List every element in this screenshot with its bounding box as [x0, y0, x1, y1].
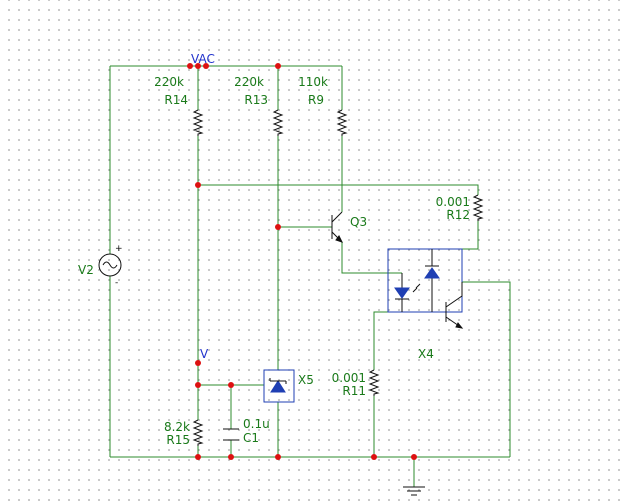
resistor-r11: 0.001 R11	[332, 369, 380, 398]
r12-name: R12	[446, 208, 470, 222]
v2-name: V2	[78, 263, 94, 277]
junction-dot	[203, 63, 209, 69]
junction-dot	[195, 360, 201, 366]
junction-dot	[228, 382, 234, 388]
x5-name: X5	[298, 373, 314, 387]
junction-dot	[411, 454, 417, 460]
capacitor-c1: 0.1u C1	[223, 417, 270, 445]
r14-name: R14	[164, 93, 188, 107]
resistor-r14: 220k R14	[154, 75, 204, 136]
junctions	[187, 63, 417, 460]
c1-name: C1	[243, 431, 259, 445]
resistor-r9: 110k R9	[298, 75, 348, 136]
r13-value: 220k	[234, 75, 264, 89]
resistor-r15: 8.2k R15	[164, 419, 204, 447]
wire-r12-feed	[198, 184, 479, 250]
resistor-r12: 0.001 R12	[436, 194, 484, 222]
junction-dot	[275, 224, 281, 230]
junction-dot	[195, 382, 201, 388]
x4-name: X4	[418, 347, 434, 361]
reference-x5: X5	[263, 369, 314, 403]
wire-x4-output	[462, 281, 511, 457]
node-label-vac: VAC	[191, 52, 215, 66]
wire-r11-feed	[373, 311, 388, 457]
r11-name: R11	[342, 384, 366, 398]
r9-name: R9	[308, 93, 324, 107]
q3-name: Q3	[350, 215, 367, 229]
junction-dot	[275, 454, 281, 460]
r14-value: 220k	[154, 75, 184, 89]
v2-plus-label: +	[115, 244, 123, 254]
r11-value: 0.001	[332, 371, 366, 385]
node-label-v: V	[200, 347, 209, 361]
v2-source: + - V2	[78, 244, 123, 288]
junction-dot	[371, 454, 377, 460]
v2-minus-label: -	[115, 278, 118, 288]
r12-value: 0.001	[436, 195, 470, 209]
optocoupler-x4: X4	[387, 248, 464, 361]
r9-value: 110k	[298, 75, 328, 89]
junction-dot	[228, 454, 234, 460]
junction-dot	[195, 454, 201, 460]
ground-symbol	[403, 486, 425, 496]
r15-name: R15	[166, 433, 190, 447]
r15-value: 8.2k	[164, 420, 190, 434]
junction-dot	[195, 182, 201, 188]
transistor-q3: Q3	[331, 211, 367, 243]
c1-value: 0.1u	[243, 417, 270, 431]
junction-dot	[195, 63, 201, 69]
resistor-r13: 220k R13	[234, 75, 284, 136]
junction-dot	[187, 63, 193, 69]
junction-dot	[275, 63, 281, 69]
wire-q3-emitter	[341, 242, 402, 274]
r13-name: R13	[244, 93, 268, 107]
